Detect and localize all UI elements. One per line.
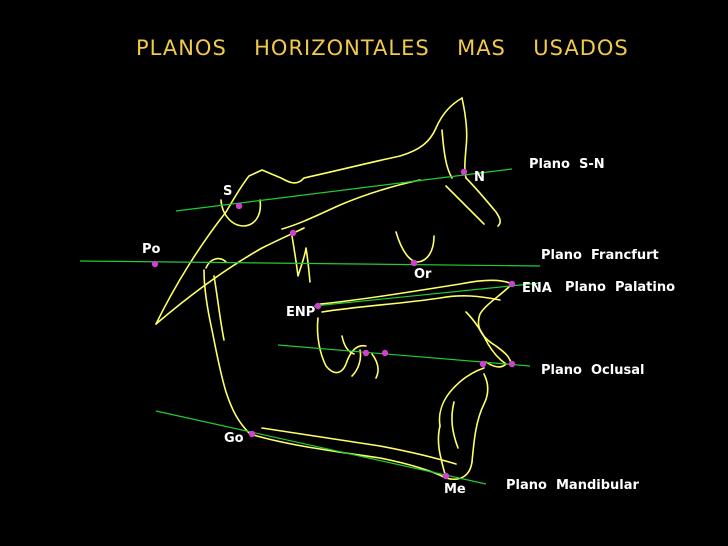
label-s: S bbox=[223, 184, 232, 199]
point-s-dot bbox=[235, 202, 243, 210]
maxillary-body bbox=[316, 317, 367, 374]
plane-francfurt-line bbox=[79, 260, 541, 267]
slide-title: PLANOS HORIZONTALES MAS USADOS bbox=[136, 36, 629, 60]
landmark-dots bbox=[151, 168, 516, 480]
symphysis bbox=[437, 373, 489, 479]
plane-mandibular-line bbox=[155, 410, 487, 485]
sella-turcica bbox=[220, 199, 262, 227]
chin-inner bbox=[451, 401, 459, 449]
label-or: Or bbox=[414, 267, 432, 282]
upper-incisor bbox=[465, 311, 507, 368]
plane-sn-label: Plano S-N bbox=[529, 157, 605, 172]
mastoid-process bbox=[205, 257, 227, 269]
frontal-bone bbox=[461, 97, 468, 179]
pterygoid-plate bbox=[291, 235, 311, 283]
nasal-inner bbox=[445, 185, 485, 225]
point-po-dot bbox=[151, 260, 159, 268]
label-ena: ENA bbox=[522, 281, 552, 296]
point-n-dot bbox=[460, 168, 468, 176]
plane-francfurt-label: Plano Francfurt bbox=[541, 248, 659, 263]
plane-oclusal-line bbox=[277, 344, 531, 367]
ramus-anterior bbox=[213, 275, 225, 341]
label-enp: ENP bbox=[286, 305, 315, 320]
point-or-dot bbox=[410, 259, 418, 267]
lower-incisor bbox=[438, 367, 485, 427]
point-ena-dot bbox=[508, 280, 516, 288]
plane-sn-line bbox=[175, 168, 513, 212]
plane-oclusal-label: Plano Oclusal bbox=[541, 363, 644, 378]
plane-mandibular-label: Plano Mandibular bbox=[506, 478, 640, 493]
skull-tracing bbox=[155, 97, 513, 480]
upper-molar bbox=[341, 335, 379, 379]
label-po: Po bbox=[142, 242, 161, 257]
point-incisal-tip-dot bbox=[508, 360, 516, 368]
point-enp-dot bbox=[314, 302, 322, 310]
frontal-contour bbox=[303, 97, 463, 179]
point-clinoid-dot bbox=[289, 229, 297, 237]
reference-planes bbox=[79, 168, 541, 485]
ramus-posterior bbox=[203, 269, 251, 435]
nasal-bone bbox=[465, 177, 501, 227]
orbit-floor bbox=[395, 231, 435, 263]
label-n: N bbox=[474, 170, 485, 185]
label-me: Me bbox=[444, 482, 466, 497]
clivus bbox=[155, 227, 305, 325]
point-go-dot bbox=[248, 430, 256, 438]
anterior-cranial-fossa bbox=[281, 179, 421, 230]
palate-lower bbox=[321, 295, 501, 313]
cranial-base-outline bbox=[155, 169, 305, 325]
label-go: Go bbox=[224, 431, 244, 446]
point-me-dot bbox=[442, 472, 450, 480]
point-incisor-dot bbox=[479, 360, 487, 368]
point-molar-b-dot bbox=[381, 349, 389, 357]
point-molar-a-dot bbox=[362, 349, 370, 357]
plane-palatino-label: Plano Palatino bbox=[565, 280, 675, 295]
frontal-sinus bbox=[441, 129, 453, 179]
palate-upper bbox=[319, 279, 513, 305]
mandible-inner bbox=[261, 427, 457, 465]
plane-palatino-line bbox=[313, 282, 541, 307]
